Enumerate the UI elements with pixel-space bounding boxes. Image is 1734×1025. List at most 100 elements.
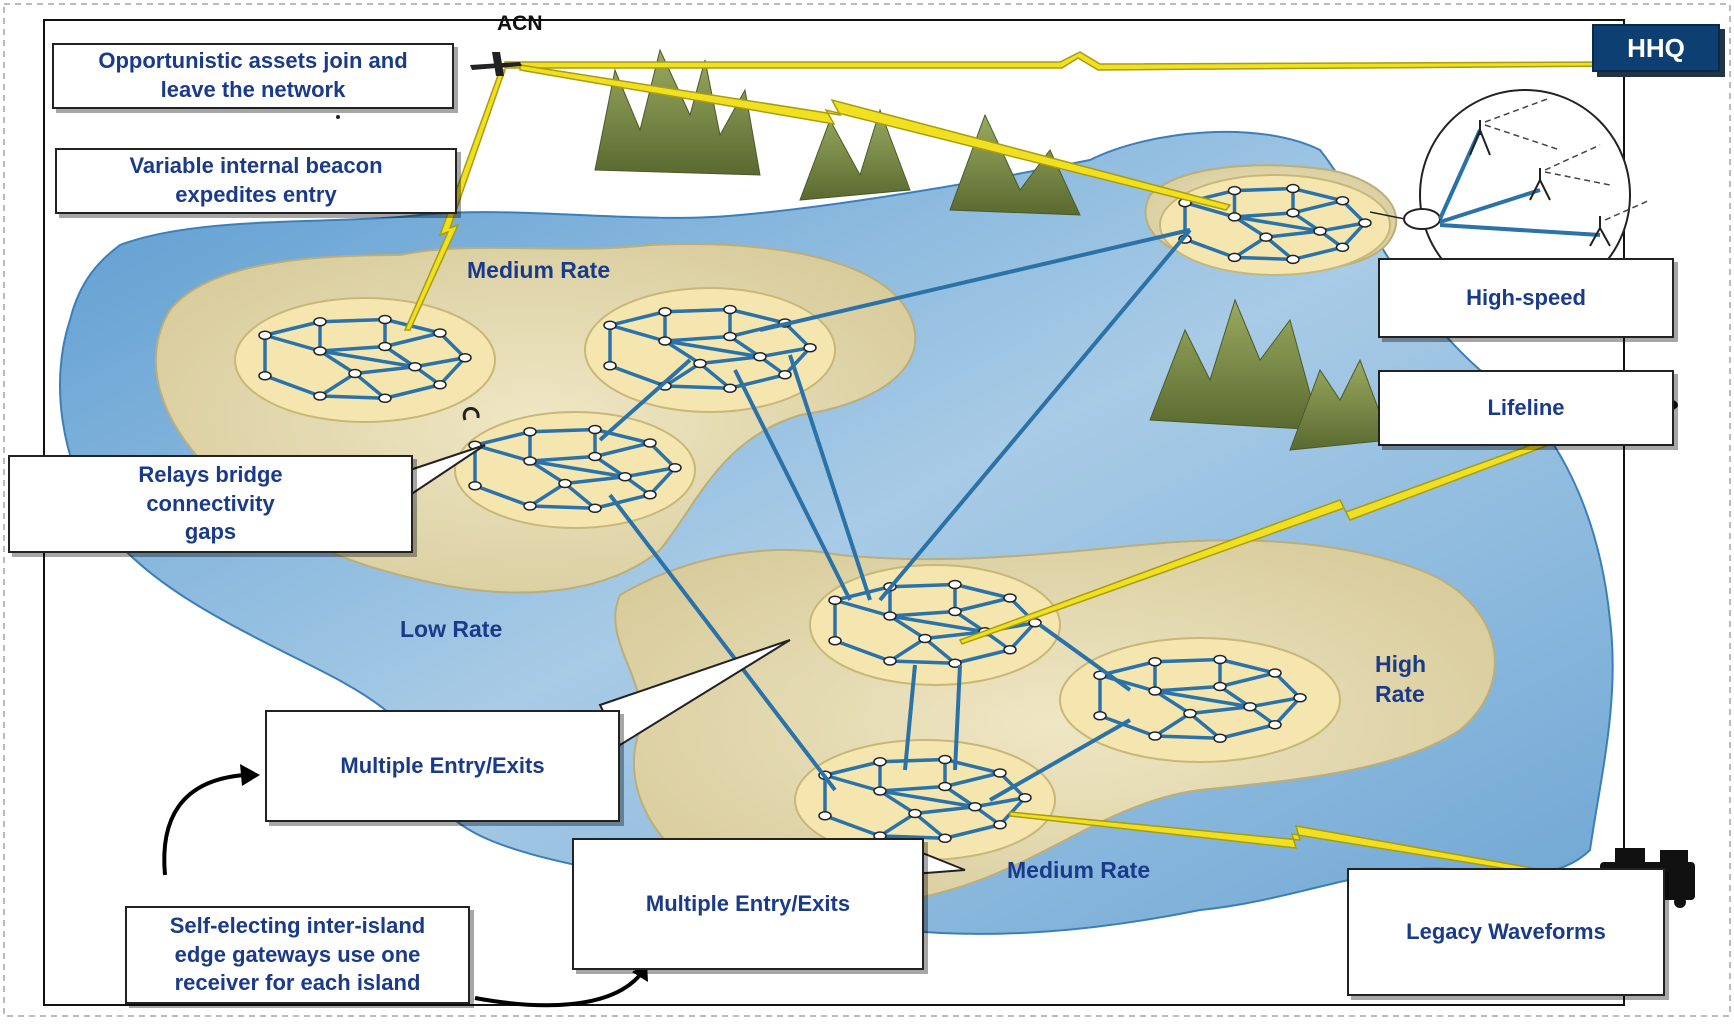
mesh-node bbox=[723, 304, 737, 315]
mesh-node bbox=[1213, 733, 1227, 743]
mesh-node bbox=[313, 346, 327, 356]
legacy-box: Legacy Waveforms bbox=[1347, 868, 1665, 996]
mesh-node bbox=[1018, 793, 1032, 803]
mesh-node bbox=[643, 438, 657, 448]
mesh-node bbox=[993, 820, 1007, 830]
acn-label: ACN bbox=[497, 12, 543, 35]
mesh-node bbox=[588, 503, 602, 513]
multiple-entry-callout-2: Multiple Entry/Exits bbox=[572, 838, 924, 970]
mesh-node bbox=[603, 320, 617, 330]
mesh-node bbox=[588, 451, 602, 462]
mesh-node bbox=[918, 633, 932, 644]
mesh-node bbox=[1227, 185, 1242, 196]
mesh-node bbox=[1243, 702, 1257, 712]
multiple-entry-callout-1: Multiple Entry/Exits bbox=[265, 710, 620, 822]
mesh-node bbox=[693, 358, 707, 369]
outer-border bbox=[3, 3, 1731, 1017]
mesh-node bbox=[1227, 212, 1242, 222]
mesh-node bbox=[618, 472, 632, 482]
high-speed-inset bbox=[1369, 89, 1651, 301]
mesh-node bbox=[1335, 242, 1350, 253]
mesh-node bbox=[1259, 232, 1273, 242]
mesh-node bbox=[378, 314, 392, 325]
mesh-network bbox=[258, 314, 472, 403]
island-meshes bbox=[258, 183, 1372, 843]
mesh-node bbox=[658, 336, 672, 346]
mesh-node bbox=[258, 371, 272, 381]
mesh-node bbox=[828, 595, 842, 605]
mesh-network bbox=[1093, 654, 1307, 743]
mesh-node bbox=[1293, 693, 1307, 703]
mesh-node bbox=[938, 833, 952, 843]
mesh-node bbox=[523, 456, 537, 466]
relays-callout: Relays bridge connectivity gaps bbox=[8, 455, 413, 553]
mesh-node bbox=[1148, 731, 1162, 741]
medium-rate-bottom-label: Medium Rate bbox=[1007, 857, 1151, 883]
curved-arrows bbox=[162, 773, 642, 1008]
mesh-node bbox=[468, 481, 482, 491]
mesh-node bbox=[1003, 645, 1017, 655]
mesh-node bbox=[1286, 254, 1300, 265]
self-electing-callout: Self-electing inter-island edge gateways… bbox=[125, 906, 470, 1004]
aircraft-icon bbox=[336, 52, 522, 119]
mesh-node bbox=[948, 606, 962, 617]
mesh-node bbox=[883, 611, 897, 621]
mesh-node bbox=[1335, 195, 1350, 206]
mesh-node bbox=[1358, 218, 1372, 228]
mesh-node bbox=[668, 463, 682, 473]
mesh-node bbox=[588, 424, 602, 435]
mesh-node bbox=[523, 501, 537, 511]
mesh-node bbox=[1268, 720, 1282, 730]
mesh-network bbox=[603, 304, 817, 393]
mesh-node bbox=[313, 391, 327, 401]
mesh-node bbox=[433, 328, 447, 338]
mesh-node bbox=[1003, 593, 1017, 603]
mesh-node bbox=[873, 757, 887, 767]
mesh-node bbox=[1286, 208, 1300, 218]
mesh-node bbox=[873, 786, 887, 796]
mesh-node bbox=[723, 383, 737, 393]
mesh-node bbox=[1286, 183, 1300, 194]
mesh-node bbox=[968, 802, 982, 812]
mesh-node bbox=[313, 317, 327, 327]
mesh-node bbox=[948, 579, 962, 590]
mesh-node bbox=[1213, 654, 1227, 665]
mesh-node bbox=[558, 478, 572, 489]
mesh-node bbox=[1313, 226, 1327, 236]
mesh-node bbox=[1148, 657, 1162, 667]
mesh-node bbox=[1227, 252, 1242, 263]
high-speed-box: High-speed bbox=[1378, 258, 1674, 338]
opportunistic-callout: Opportunistic assets join and leave the … bbox=[52, 43, 454, 109]
variable-beacon-callout: Variable internal beacon expedites entry bbox=[55, 148, 457, 214]
mesh-node bbox=[433, 380, 447, 390]
mesh-node bbox=[523, 427, 537, 437]
mesh-node bbox=[938, 754, 952, 765]
mesh-node bbox=[378, 341, 392, 352]
mesh-node bbox=[643, 490, 657, 500]
antenna-icon bbox=[1469, 120, 1611, 247]
mesh-node bbox=[1213, 681, 1227, 692]
medium-rate-top-label: Medium Rate bbox=[467, 257, 611, 283]
mesh-node bbox=[1093, 670, 1107, 680]
lifeline-box: Lifeline bbox=[1378, 370, 1674, 446]
mesh-node bbox=[258, 330, 272, 340]
mesh-node bbox=[993, 768, 1007, 778]
mesh-node bbox=[408, 362, 422, 372]
mesh-node bbox=[603, 361, 617, 371]
mesh-network bbox=[818, 754, 1032, 843]
mesh-node bbox=[378, 393, 392, 403]
mountains bbox=[594, 48, 1391, 451]
mesh-node bbox=[818, 811, 832, 821]
mesh-node bbox=[348, 368, 362, 379]
mesh-node bbox=[723, 331, 737, 342]
relay-icon bbox=[462, 407, 480, 421]
hhq-box: HHQ bbox=[1592, 24, 1720, 72]
mesh-node bbox=[908, 808, 922, 819]
mesh-node bbox=[1183, 708, 1197, 719]
high-rate-label: High Rate bbox=[1375, 651, 1427, 707]
low-rate-label: Low Rate bbox=[400, 616, 503, 642]
mesh-network bbox=[1178, 183, 1372, 265]
mesh-node bbox=[1093, 711, 1107, 721]
mesh-node bbox=[938, 781, 952, 792]
